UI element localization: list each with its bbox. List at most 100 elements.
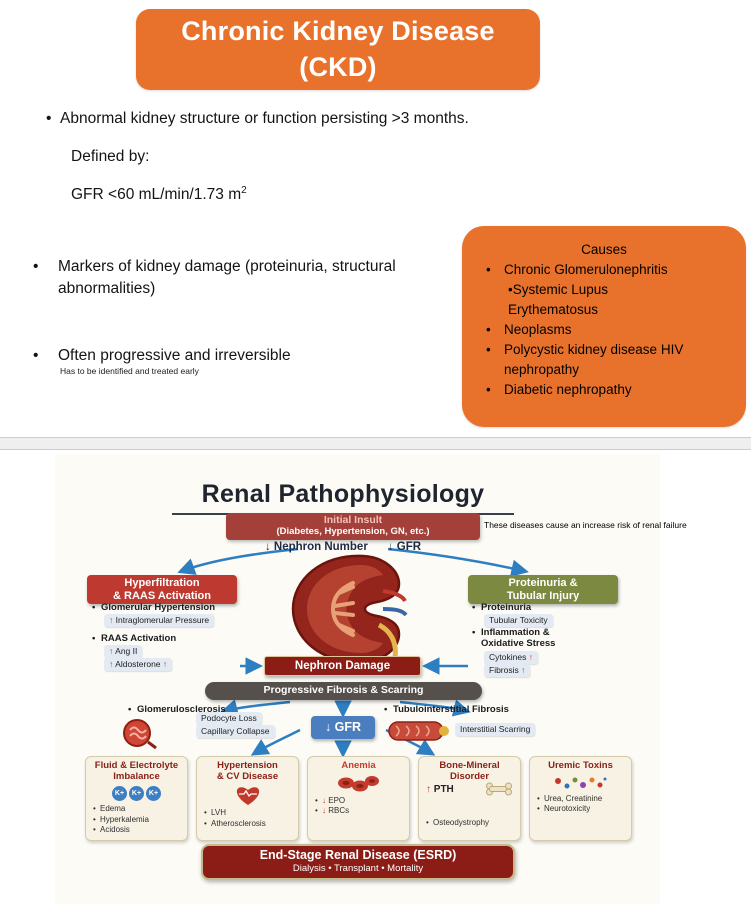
heart-icon-row (202, 784, 293, 806)
outcome-item-acidosis: Acidosis (91, 825, 182, 836)
down-arrow: ↓ (322, 806, 326, 815)
initial-insult-box: Initial Insult (Diabetes, Hypertension, … (226, 513, 480, 540)
toxin-molecules-icon (554, 777, 606, 788)
cause-item-neoplasms: Neoplasms (476, 320, 732, 340)
fibrosis-scarring-bar: Progressive Fibrosis & Scarring (205, 682, 482, 700)
bullet-markers-damage: Markers of kidney damage (proteinuria, s… (33, 256, 450, 301)
esrd-subtitle: Dialysis • Transplant • Mortality (292, 863, 424, 874)
causes-title: Causes (581, 242, 627, 257)
bone-icon (486, 782, 512, 796)
glomerular-hypertension-label: Glomerular Hypertension (92, 602, 215, 613)
heart-icon (236, 787, 259, 805)
toxin-dots-row (535, 774, 626, 792)
initial-insult-title: Initial Insult (323, 514, 383, 526)
ang-ii-text: Ang II (115, 646, 138, 656)
slide-title-box: Chronic Kidney Disease (CKD) (136, 9, 540, 90)
esrd-title: End-Stage Renal Disease (ESRD) (259, 848, 457, 862)
nephron-damage-box: Nephron Damage (264, 656, 421, 676)
diagram-title: Renal Pathophysiology (172, 480, 514, 515)
slide-title: Chronic Kidney Disease (CKD) (181, 16, 495, 82)
pth-row: ↑ PTH (424, 782, 515, 796)
slide-renal-pathophysiology: Renal Pathophysiology Initial Insult (Di… (0, 450, 751, 910)
outcome-item-rbcs: ↓ RBCs (313, 806, 404, 817)
epo-text: EPO (328, 795, 346, 805)
fibrosis-text: Fibrosis (489, 665, 519, 675)
nephron-gfr-row: ↓ Nephron Number ↓ GFR (235, 541, 451, 553)
outcome-title-toxins: Uremic Toxins (548, 760, 613, 771)
outcome-item-osteodystrophy: Osteodystrophy (424, 818, 515, 829)
esrd-box: End-Stage Renal Disease (ESRD) Dialysis … (201, 844, 515, 880)
tubulointerstitial-label: Tubulointerstitial Fibrosis (384, 704, 509, 715)
outcome-title-anemia: Anemia (341, 760, 376, 771)
rbcs-text: RBCs (328, 806, 350, 815)
outcome-box-fluid-electrolyte: Fluid & Electrolyte Imbalance K+ K+ K+ E… (85, 756, 188, 841)
gfr-criterion: GFR <60 mL/min/1.73 m2 (71, 185, 247, 204)
fibrotic-tissue-icon (388, 721, 449, 741)
gfr-text: GFR <60 mL/min/1.73 m (71, 186, 242, 204)
up-arrow: ↑ (109, 615, 114, 625)
outcome-item-edema: Edema (91, 804, 182, 815)
initial-insult-causes: (Diabetes, Hypertension, GN, etc.) (276, 526, 430, 537)
ang-ii-chip: ↑ Ang II (104, 645, 143, 658)
outcome-item-lvh: LVH (202, 808, 293, 819)
cause-item-glomerulonephritis: Chronic Glomerulonephritis (476, 260, 732, 280)
interstitial-scarring-chip: Interstitial Scarring (455, 723, 536, 736)
capillary-collapse-chip: Capillary Collapse (196, 725, 275, 738)
down-arrow: ↓ (322, 795, 326, 805)
bullet-abnormal-structure: Abnormal kidney structure or function pe… (46, 110, 700, 128)
slide-ckd-definition: Chronic Kidney Disease (CKD) Abnormal ki… (0, 0, 751, 427)
red-blood-cells-icon (337, 775, 379, 791)
fibrosis-chip: Fibrosis ↑ (484, 664, 531, 677)
rbc-icon-row (313, 774, 404, 794)
outcome-box-hypertension: Hypertension & CV Disease LVH Atheroscle… (196, 756, 299, 841)
potassium-icon: K+ (129, 785, 144, 801)
potassium-icon: K+ (146, 785, 161, 801)
up-arrow: ↑ (426, 783, 431, 795)
outcome-item-neurotoxicity: Neurotoxicity (535, 804, 626, 815)
potassium-icons: K+ K+ K+ (91, 784, 182, 802)
cause-item-diabetic: Diabetic nephropathy (476, 380, 732, 400)
up-arrow: ↑ (162, 659, 168, 669)
outcome-item-urea-creatinine: Urea, Creatinine (535, 794, 626, 805)
outcome-title-htn: Hypertension & CV Disease (216, 760, 279, 782)
raas-activation-label: RAAS Activation (92, 633, 176, 644)
outcome-item-epo: ↓ EPO (313, 796, 404, 807)
slide-divider (0, 437, 751, 450)
gfr-drop-box: ↓ GFR (311, 716, 375, 739)
aldosterone-text: Aldosterone (115, 659, 161, 669)
handwritten-annotation: These diseases cause an increase risk of… (484, 520, 687, 530)
pth-text: PTH (433, 783, 454, 795)
cytokines-chip: Cytokines ↑ (484, 651, 538, 664)
outcome-box-uremic-toxins: Uremic Toxins Urea, Creatinine Neurotoxi… (529, 756, 632, 841)
outcome-box-anemia: Anemia ↓ EPO ↓ RBCs (307, 756, 410, 841)
proteinuria-box: Proteinuria & Tubular Injury (468, 575, 618, 604)
causes-box: Causes Chronic Glomerulonephritis •Syste… (462, 226, 746, 427)
tubular-toxicity-chip: Tubular Toxicity (484, 614, 553, 627)
potassium-icon: K+ (112, 785, 127, 801)
outcome-title-fluid: Fluid & Electrolyte Imbalance (94, 760, 179, 782)
outcome-title-bone: Bone-Mineral Disorder (439, 760, 500, 782)
gfr-superscript: 2 (241, 185, 247, 196)
podocyte-loss-chip: Podocyte Loss (196, 712, 262, 725)
outcome-item-atherosclerosis: Atherosclerosis (202, 819, 293, 830)
glomerulosclerosis-label: Glomerulosclerosis (128, 704, 226, 715)
outcome-box-bone-mineral: Bone-Mineral Disorder ↑ PTH Osteodystrop… (418, 756, 521, 841)
note-early-treatment: Has to be identified and treated early (60, 366, 199, 376)
defined-by-label: Defined by: (71, 148, 150, 165)
hyperfiltration-box: Hyperfiltration & RAAS Activation (87, 575, 237, 604)
intraglomerular-pressure-text: Intraglomerular Pressure (115, 615, 210, 625)
up-arrow: ↑ (109, 659, 114, 669)
kidney-illustration (291, 554, 408, 664)
up-arrow: ↑ (109, 646, 114, 656)
pth-label: ↑ PTH (426, 784, 454, 795)
intraglomerular-pressure-chip: ↑ Intraglomerular Pressure (104, 614, 215, 627)
gfr-drop-label: ↓ GFR (387, 541, 422, 553)
cause-subitem-lupus: •Systemic Lupus Erythematosus (508, 282, 609, 317)
cytokines-text: Cytokines (489, 652, 527, 662)
up-arrow: ↑ (521, 665, 526, 675)
bone-spacer (424, 798, 515, 816)
proteinuria-label: Proteinuria (472, 602, 531, 613)
outcome-item-hyperkalemia: Hyperkalemia (91, 815, 182, 826)
inflammation-label: Inflammation & Oxidative Stress (472, 627, 555, 649)
